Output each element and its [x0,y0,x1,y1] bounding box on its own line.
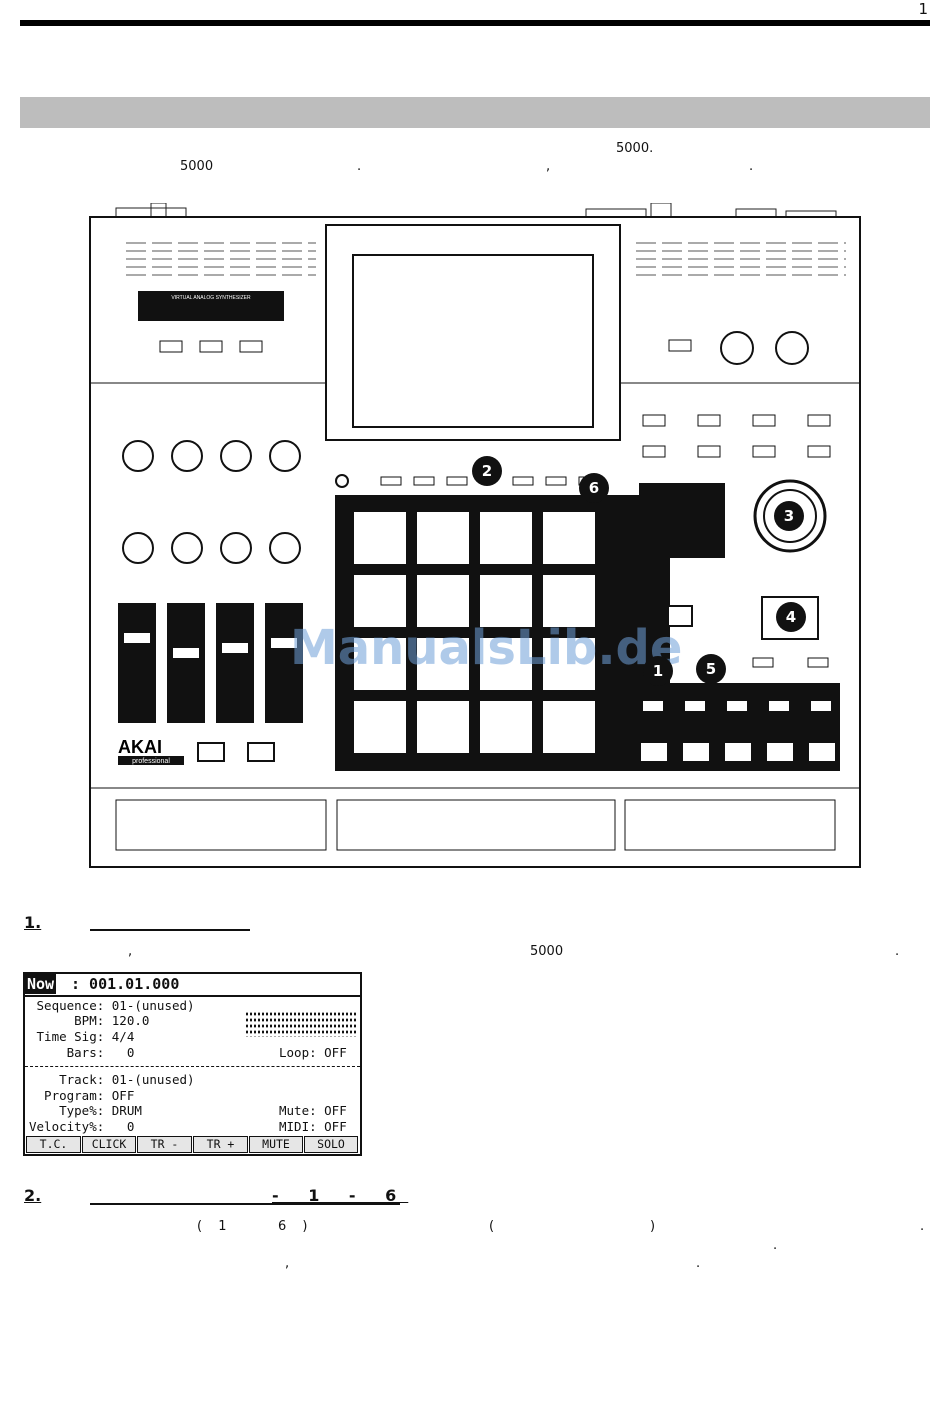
lcd-track-row[interactable]: Track: 01-(unused) [29,1072,195,1087]
mpc-device-illustration: VIRTUAL ANALOG SYNTHESIZER AKAI professi… [89,203,861,868]
section-2-word: , [285,1256,290,1271]
svg-text:AKAI: AKAI [118,737,162,757]
intro-word: . [749,159,754,174]
svg-text:VIRTUAL ANALOG SYNTHESIZER: VIRTUAL ANALOG SYNTHESIZER [171,295,251,301]
callout-marker-2: 2 [472,456,502,486]
softkey-tc[interactable]: T.C. [26,1136,81,1153]
lcd-divider [25,1066,360,1067]
lcd-step-grid [245,1011,357,1037]
intro-word: . [357,159,362,174]
section-title-bar [20,97,930,128]
section-2-word: ) [650,1219,656,1234]
section-1-underline [90,929,250,931]
lcd-timesig-row[interactable]: Time Sig: 4/4 [29,1029,135,1044]
section-2-title: - 1 - 6 [272,1186,409,1205]
lcd-program-row[interactable]: Program: OFF [29,1088,135,1103]
callout-marker-1: 1 [643,656,673,686]
lcd-type-row[interactable]: Type%: DRUM [29,1103,142,1118]
lcd-bars-row[interactable]: Bars: 0 [29,1045,135,1060]
section-2-word: 6 ) [278,1219,314,1234]
section-2-heading: 2. [24,1186,42,1205]
section-1-word: 5000 [530,944,564,959]
now-label: Now [25,974,57,994]
lcd-sequence-row[interactable]: Sequence: 01-(unused) [29,998,195,1013]
section-2-word: ( 1 [197,1219,233,1234]
intro-word: , [546,159,551,174]
section-2-word: . [773,1238,778,1253]
section-2-word: ( [489,1219,495,1234]
lcd-midi-row[interactable]: MIDI: OFF [279,1119,347,1134]
callout-marker-4: 4 [776,602,806,632]
section-2-word: . [920,1219,925,1234]
lcd-bpm-row[interactable]: BPM: 120.0 [29,1013,150,1028]
lcd-mute-row[interactable]: Mute: OFF [279,1103,347,1118]
section-1-heading: 1. [24,913,42,932]
intro-word: 5000 [180,159,214,174]
softkey-mute[interactable]: MUTE [249,1136,303,1153]
section-2-underline [90,1203,400,1205]
page-number: 1 [918,0,928,18]
callout-marker-5: 5 [696,654,726,684]
watermark: ManualsLib.de [290,620,683,676]
section-1-word: , [128,944,133,959]
softkey-tr-plus[interactable]: TR + [193,1136,248,1153]
lcd-header: Now : 001.01.000 [25,974,360,997]
softkey-tr-minus[interactable]: TR - [137,1136,192,1153]
callout-marker-6: 6 [579,473,609,503]
now-value: : 001.01.000 [71,975,180,993]
softkey-solo[interactable]: SOLO [304,1136,358,1153]
callout-marker-3: 3 [774,501,804,531]
svg-text:professional: professional [132,758,170,765]
intro-line-1: 5000. [616,141,654,156]
section-1-word: . [895,944,900,959]
lcd-velocity-row[interactable]: Velocity%: 0 [29,1119,135,1134]
lcd-main-screen: Now : 001.01.000 Sequence: 01-(unused) B… [23,972,362,1156]
section-2-word: . [696,1256,701,1271]
lcd-loop-row[interactable]: Loop: OFF [279,1045,347,1060]
softkey-click[interactable]: CLICK [82,1136,136,1153]
top-rule [20,20,930,26]
